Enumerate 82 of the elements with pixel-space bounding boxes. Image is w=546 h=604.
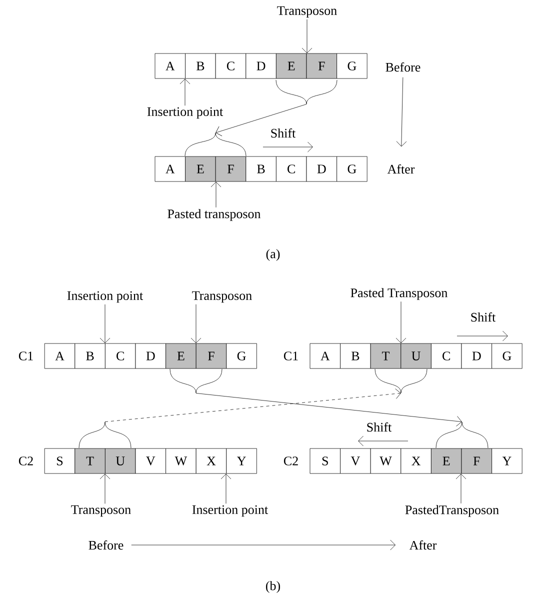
leader-arrow bbox=[180, 78, 190, 106]
cell-box: F bbox=[196, 343, 227, 369]
text-label: Shift bbox=[367, 422, 392, 432]
cell-box: G bbox=[492, 343, 522, 369]
cell-box: S bbox=[44, 448, 76, 474]
text-label: After bbox=[409, 540, 437, 550]
cell-box: Y bbox=[226, 448, 257, 474]
cell-box: A bbox=[154, 53, 186, 79]
cell-box: Y bbox=[492, 448, 522, 474]
cell-box: D bbox=[306, 156, 337, 182]
text-label: Transposon bbox=[192, 291, 252, 303]
cell-box: C bbox=[215, 53, 246, 79]
cell-box: W bbox=[370, 448, 402, 474]
text-label: Shift bbox=[271, 128, 296, 138]
cell-box: D bbox=[246, 53, 276, 79]
cell-box: V bbox=[135, 448, 166, 474]
cell-box: S bbox=[310, 448, 340, 474]
cell-box: C bbox=[105, 343, 136, 369]
brace bbox=[184, 132, 246, 156]
cell-box: F bbox=[461, 448, 492, 474]
cell-box: G bbox=[336, 156, 368, 182]
text-label: After bbox=[387, 164, 415, 174]
text-label: Insertion point bbox=[147, 107, 224, 119]
cell-box: X bbox=[400, 448, 432, 474]
cell-box: B bbox=[340, 343, 371, 369]
cell-box: X bbox=[196, 448, 227, 474]
cell-box: C bbox=[276, 156, 307, 182]
brace bbox=[276, 80, 338, 104]
cell-box: G bbox=[336, 53, 368, 79]
brace bbox=[436, 422, 488, 448]
cell-box: B bbox=[246, 156, 276, 182]
cell-box: C bbox=[431, 343, 462, 369]
cell-box: T bbox=[370, 343, 402, 369]
text-label: Shift bbox=[471, 312, 496, 322]
text-label: (a) bbox=[266, 249, 280, 261]
arrow bbox=[131, 540, 396, 550]
leader-arrow bbox=[396, 301, 406, 344]
brace bbox=[78, 422, 132, 448]
cell-box: U bbox=[105, 448, 136, 474]
leader-arrow bbox=[302, 19, 312, 54]
text-label: Transposon bbox=[71, 505, 131, 517]
arrow bbox=[396, 77, 407, 147]
leader-arrow bbox=[190, 304, 202, 344]
cell-box: B bbox=[74, 343, 106, 369]
text-label: C2 bbox=[284, 456, 298, 466]
arrow bbox=[104, 388, 401, 422]
brace bbox=[170, 368, 222, 394]
text-label: C1 bbox=[284, 352, 298, 360]
cell-box: D bbox=[461, 343, 492, 369]
cell-box: D bbox=[135, 343, 166, 369]
cell-box: E bbox=[431, 448, 462, 474]
cell-box: U bbox=[400, 343, 432, 369]
text-label: Before bbox=[386, 62, 420, 72]
cell-box: A bbox=[44, 343, 76, 369]
cell-box: F bbox=[215, 156, 246, 182]
arrow bbox=[216, 104, 307, 136]
leader-arrow bbox=[456, 474, 466, 504]
leader-arrow bbox=[100, 304, 110, 344]
text-label: (b) bbox=[266, 581, 280, 593]
cell-box: A bbox=[154, 156, 186, 182]
cell-box: E bbox=[166, 343, 196, 369]
text-label: Pasted Transposon bbox=[350, 288, 448, 300]
leader-arrow bbox=[100, 474, 110, 504]
leader-arrow bbox=[210, 182, 222, 208]
cell-box: T bbox=[74, 448, 106, 474]
cell-box: B bbox=[185, 53, 216, 79]
text-label: Pasted transposon bbox=[168, 209, 261, 221]
text-label: PastedTransposon bbox=[405, 505, 499, 517]
cell-box: G bbox=[226, 343, 257, 369]
brace bbox=[374, 368, 428, 394]
leader-arrow bbox=[220, 474, 232, 504]
text-label: Insertion point bbox=[67, 291, 144, 303]
cell-box: A bbox=[310, 343, 340, 369]
cell-box: V bbox=[340, 448, 371, 474]
text-label: Insertion point bbox=[192, 505, 268, 517]
text-label: Transposon bbox=[277, 6, 337, 18]
cell-box: E bbox=[276, 53, 307, 79]
arrow bbox=[196, 393, 462, 426]
cell-box: E bbox=[185, 156, 216, 182]
text-label: Before bbox=[88, 540, 124, 550]
cell-box: F bbox=[306, 53, 337, 79]
cell-box: W bbox=[166, 448, 196, 474]
